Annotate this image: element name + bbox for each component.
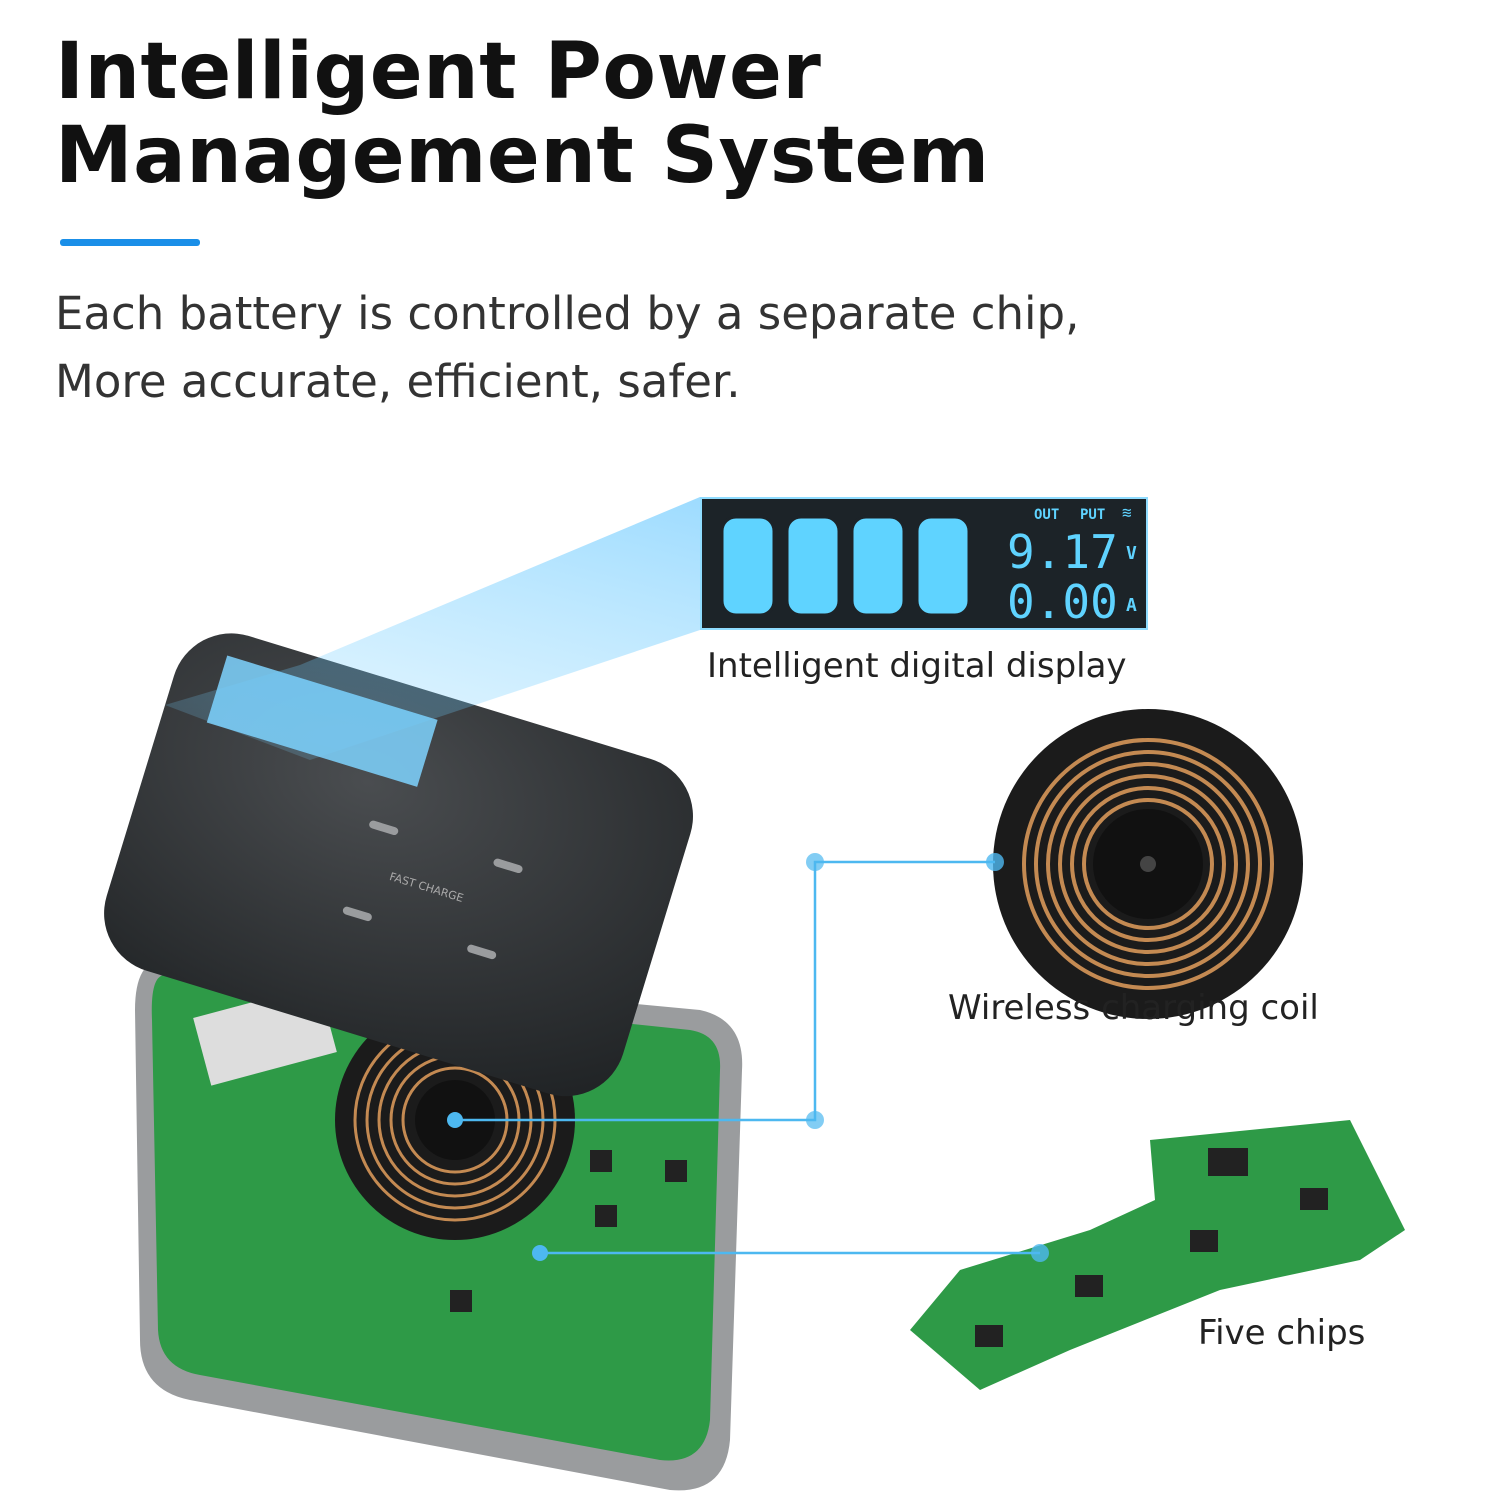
coil-callout-label: Wireless charging coil [948,988,1319,1028]
digital-display-closeup: OUT PUT ≋ 9.17 V 0.00 A [700,497,1148,630]
title-line-2: Management System [55,111,990,201]
wireless-coil-image [993,709,1303,1019]
subtitle-line-1: Each battery is controlled by a separate… [55,287,1080,340]
battery-cells-icon [720,515,971,617]
page-title: Intelligent Power Management System [55,30,990,198]
voltage-readout: 9.17 [1007,525,1118,579]
subtitle-line-2: More accurate, efficient, safer. [55,355,741,408]
put-label: PUT [1080,507,1106,523]
out-label: OUT [1034,507,1060,523]
callout-lines [455,860,1040,1255]
callout-dots [447,853,1049,1262]
current-unit: A [1126,595,1137,616]
chips-callout-label: Five chips [1198,1313,1366,1353]
chip-pcb-image [910,1120,1405,1390]
voltage-unit: V [1126,543,1137,564]
display-callout-label: Intelligent digital display [707,646,1127,686]
wireless-icon: ≋ [1122,503,1132,522]
title-line-1: Intelligent Power [55,27,822,117]
power-bank-lid: FAST CHARGE [104,633,693,1097]
current-readout: 0.00 [1007,575,1118,629]
subtitle: Each battery is controlled by a separate… [55,280,1079,416]
accent-bar [60,239,200,246]
